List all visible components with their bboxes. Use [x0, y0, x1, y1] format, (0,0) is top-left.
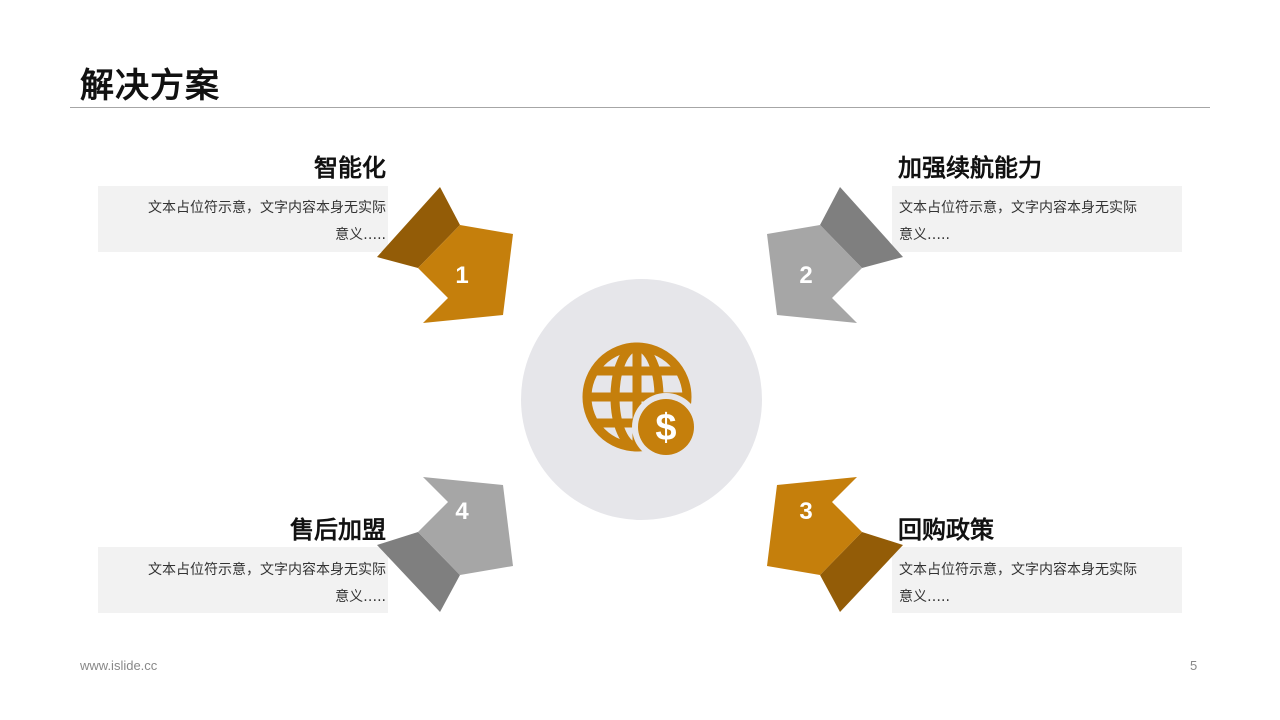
item-4-box: [98, 547, 388, 613]
center-circle: $: [521, 279, 762, 520]
arrow-4: 4: [377, 477, 513, 612]
arrow-1-number: 1: [455, 262, 468, 289]
item-3-text-line1: 文本占位符示意，文字内容本身无实际: [899, 562, 1137, 578]
item-2-text: 文本占位符示意，文字内容本身无实际 意义…..: [899, 195, 1175, 249]
item-3-text-line2: 意义…..: [899, 589, 950, 605]
arrow-3: 3: [767, 477, 903, 612]
item-1-heading: 智能化: [314, 154, 386, 182]
title-divider: [70, 107, 1210, 108]
globe-dollar-icon: $: [582, 342, 700, 461]
item-1-box: [98, 186, 388, 252]
item-2-text-line1: 文本占位符示意，文字内容本身无实际: [899, 200, 1137, 216]
item-1-text-line1: 文本占位符示意，文字内容本身无实际: [148, 200, 386, 216]
item-2-box: [892, 186, 1182, 252]
item-1-text: 文本占位符示意，文字内容本身无实际 意义…..: [110, 195, 386, 249]
arrow-2-number: 2: [799, 262, 812, 289]
arrow-2: 2: [767, 187, 903, 323]
item-2-text-line2: 意义…..: [899, 227, 950, 243]
arrow-3-number: 3: [799, 498, 812, 525]
item-4-text: 文本占位符示意，文字内容本身无实际 意义…..: [110, 557, 386, 611]
item-3-heading: 回购政策: [898, 516, 994, 544]
arrow-1: 1: [377, 187, 513, 323]
page-number: 5: [1190, 658, 1198, 673]
item-4-text-line1: 文本占位符示意，文字内容本身无实际: [148, 562, 386, 578]
page-title: 解决方案: [80, 66, 220, 106]
item-1-text-line2: 意义…..: [335, 227, 386, 243]
svg-text:$: $: [655, 407, 676, 449]
item-2-heading: 加强续航能力: [898, 154, 1042, 182]
item-3-box: [892, 547, 1182, 613]
item-4-heading: 售后加盟: [290, 516, 386, 544]
item-4-text-line2: 意义…..: [335, 589, 386, 605]
item-3-text: 文本占位符示意，文字内容本身无实际 意义…..: [899, 557, 1175, 611]
footer-url: www.islide.cc: [80, 658, 158, 673]
arrow-4-number: 4: [455, 498, 469, 525]
